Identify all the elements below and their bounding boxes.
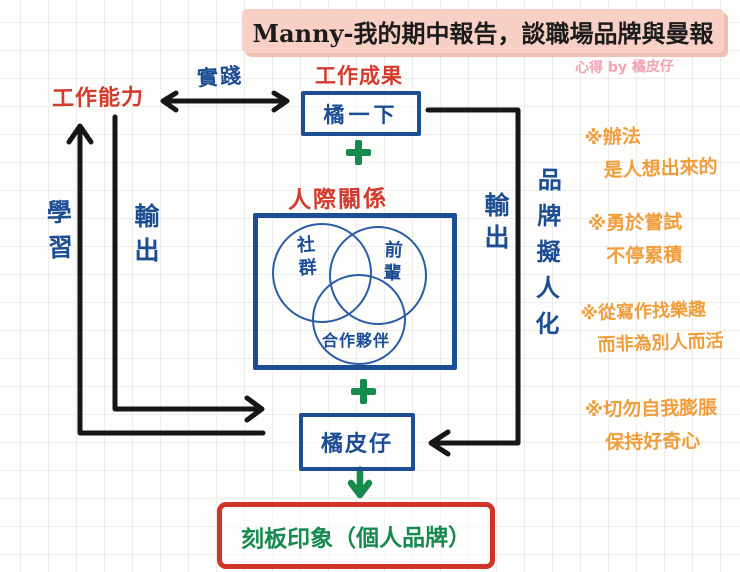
title-banner: Manny-我的期中報告，談職場品牌與曼報 xyxy=(242,9,724,53)
page-title: Manny-我的期中報告，談職場品牌與曼報 xyxy=(252,18,714,48)
note-line: 保持好奇心 xyxy=(605,430,701,454)
note-line: 不停累積 xyxy=(606,244,683,268)
note-line: ※辦法 xyxy=(584,125,642,150)
stereotype-box-label: 刻板印象（個人品牌） xyxy=(240,524,472,553)
learning-up-arrow xyxy=(66,123,266,436)
venn-label-community: 社群 xyxy=(293,234,318,282)
note-item: ※勇於嘗試 不停累積 xyxy=(587,207,683,269)
orange-peel-box: 橘皮仔 xyxy=(299,413,415,471)
note-item: ※切勿自我膨脹 保持好奇心 xyxy=(584,393,718,455)
note-line: 是人想出來的 xyxy=(603,155,718,182)
label-practice: 實踐 xyxy=(196,63,244,91)
label-output-left: 輸出 xyxy=(131,203,160,271)
plus-icon xyxy=(346,140,371,165)
label-work-results: 工作成果 xyxy=(315,64,403,88)
note-line: ※切勿自我膨脹 xyxy=(584,396,718,422)
venn-circle-partners xyxy=(312,274,406,365)
practice-double-arrow xyxy=(160,90,290,113)
stereotype-box: 刻板印象（個人品牌） xyxy=(217,502,495,569)
note-line: ※從寫作找樂趣 xyxy=(580,299,707,325)
check-brand-box-label: 橘一下 xyxy=(323,102,399,127)
label-brand-personification: 品牌擬人化 xyxy=(530,166,562,348)
author-signature: 心得 by 橘皮仔 xyxy=(574,58,675,77)
check-brand-box: 橘一下 xyxy=(301,91,421,136)
venn-box xyxy=(253,213,457,370)
venn-label-partners: 合作夥伴 xyxy=(322,331,391,350)
down-arrow-to-stereotype xyxy=(347,465,373,499)
plus-icon xyxy=(351,379,376,404)
label-interpersonal: 人際關係 xyxy=(287,186,389,214)
note-item: ※辦法 是人想出來的 xyxy=(584,119,718,184)
note-item: ※從寫作找樂趣 而非為別人而活 xyxy=(580,295,724,358)
label-work-ability: 工作能力 xyxy=(51,85,145,112)
note-line: 而非為別人而活 xyxy=(597,330,724,356)
label-output-right: 輸出 xyxy=(481,192,510,256)
orange-peel-box-label: 橘皮仔 xyxy=(320,432,393,457)
label-learning: 學習 xyxy=(42,198,75,270)
venn-label-seniors: 前輩 xyxy=(379,239,404,287)
note-line: ※勇於嘗試 xyxy=(587,211,683,235)
